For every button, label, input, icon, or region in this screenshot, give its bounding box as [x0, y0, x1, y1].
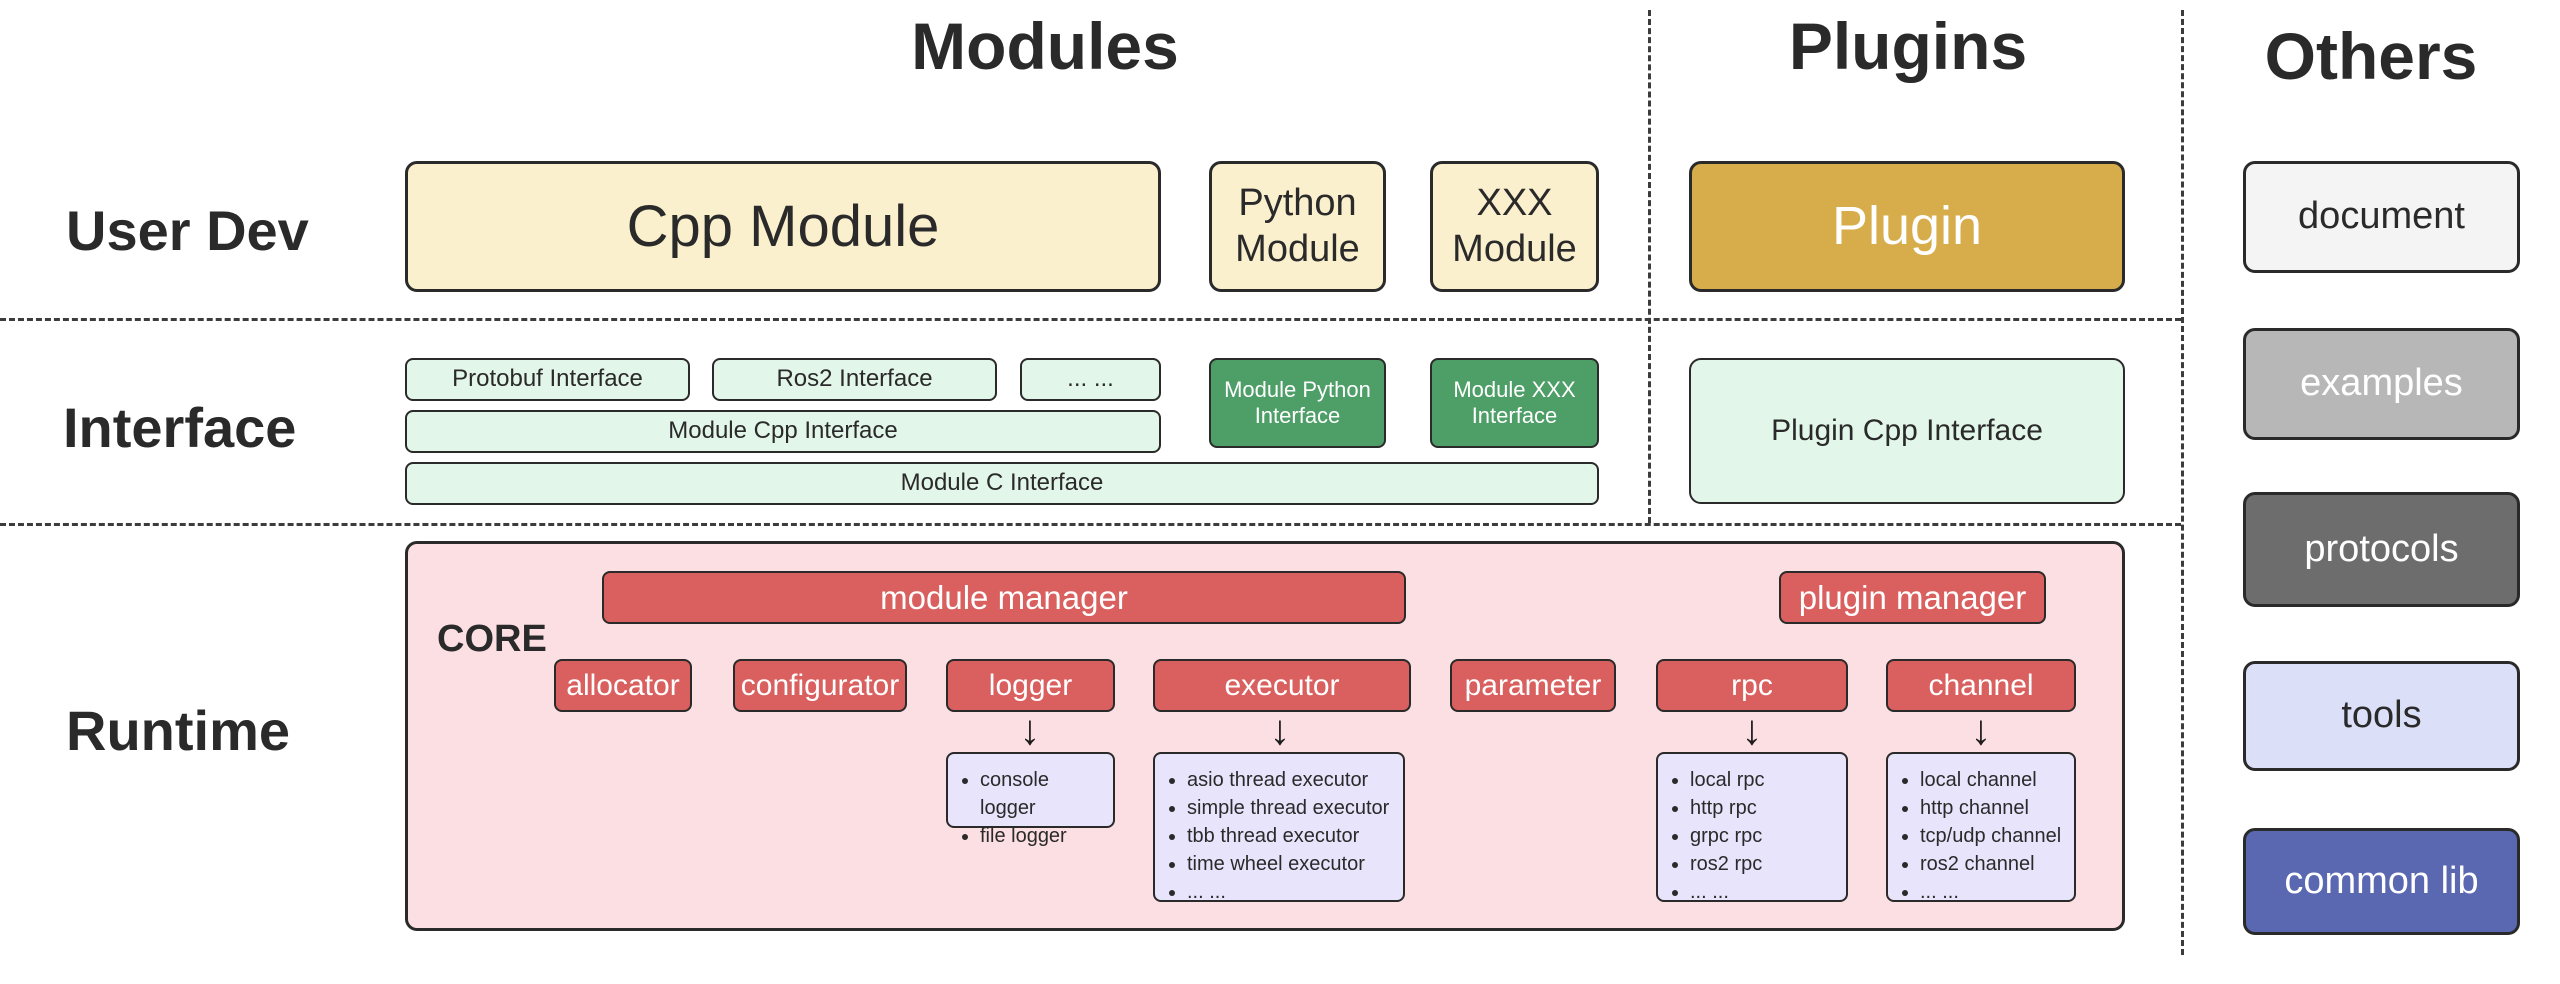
row-label-runtime: Runtime: [66, 699, 290, 762]
cpp-module-box: Cpp Module: [405, 161, 1161, 292]
down-arrow-icon: ↓: [1970, 706, 1992, 753]
module-xxx-interface-box: Module XXX Interface: [1430, 358, 1599, 448]
channel-impl-items: local channelhttp channeltcp/udp channel…: [1888, 766, 2061, 906]
list-item: ... ...: [1690, 878, 1764, 906]
down-arrow-icon: ↓: [1741, 706, 1763, 753]
list-item: ros2 rpc: [1690, 850, 1764, 878]
userdev-interface-divider: [0, 318, 2181, 321]
ros2-interface-box: Ros2 Interface: [712, 358, 997, 401]
module-python-interface-box: Module Python Interface: [1209, 358, 1386, 448]
plugins-others-divider: [2181, 10, 2184, 955]
rpc-impl-list: local rpchttp rpcgrpc rpcros2 rpc... ...: [1656, 752, 1848, 903]
allocator-box: allocator: [554, 659, 692, 712]
module-c-interface-box: Module C Interface: [405, 462, 1599, 505]
plugin-cpp-interface-box: Plugin Cpp Interface: [1689, 358, 2125, 504]
plugins-section-header: Plugins: [1788, 9, 2028, 83]
list-item: console logger: [980, 766, 1107, 822]
channel-box: channel: [1886, 659, 2076, 712]
executor-impl-items: asio thread executorsimple thread execut…: [1155, 766, 1389, 906]
list-item: asio thread executor: [1187, 766, 1389, 794]
module-cpp-interface-box: Module Cpp Interface: [405, 410, 1161, 453]
list-item: ... ...: [1920, 878, 2061, 906]
list-item: time wheel executor: [1187, 850, 1389, 878]
plugin-box: Plugin: [1689, 161, 2125, 292]
logger-impl-list: console loggerfile logger: [946, 752, 1115, 847]
row-label-interface: Interface: [63, 396, 297, 459]
others-section-header: Others: [2264, 19, 2478, 93]
others-document-box: document: [2243, 161, 2520, 273]
protobuf-interface-box: Protobuf Interface: [405, 358, 690, 401]
list-item: tbb thread executor: [1187, 822, 1389, 850]
modules-section-header: Modules: [911, 9, 1179, 83]
list-item: http channel: [1920, 794, 2061, 822]
list-item: ... ...: [1187, 878, 1389, 906]
others-tools-box: tools: [2243, 661, 2520, 771]
modules-plugins-divider: [1648, 10, 1651, 523]
others-common-lib-box: common lib: [2243, 828, 2520, 935]
rpc-box: rpc: [1656, 659, 1848, 712]
list-item: ros2 channel: [1920, 850, 2061, 878]
rpc-impl-items: local rpchttp rpcgrpc rpcros2 rpc... ...: [1658, 766, 1764, 906]
list-item: file logger: [980, 822, 1107, 850]
interface-runtime-divider: [0, 523, 2181, 526]
down-arrow-icon: ↓: [1019, 706, 1041, 753]
list-item: grpc rpc: [1690, 822, 1764, 850]
executor-box: executor: [1153, 659, 1411, 712]
module-manager-box: module manager: [602, 571, 1406, 624]
parameter-box: parameter: [1450, 659, 1616, 712]
list-item: http rpc: [1690, 794, 1764, 822]
plugin-manager-box: plugin manager: [1779, 571, 2046, 624]
list-item: simple thread executor: [1187, 794, 1389, 822]
list-item: tcp/udp channel: [1920, 822, 2061, 850]
others-protocols-box: protocols: [2243, 492, 2520, 607]
list-item: local rpc: [1690, 766, 1764, 794]
channel-impl-list: local channelhttp channeltcp/udp channel…: [1886, 752, 2076, 903]
row-label-user-dev: User Dev: [66, 199, 309, 262]
logger-box: logger: [946, 659, 1115, 712]
down-arrow-icon: ↓: [1269, 706, 1291, 753]
python-module-box: Python Module: [1209, 161, 1386, 292]
configurator-box: configurator: [733, 659, 907, 712]
xxx-module-box: XXX Module: [1430, 161, 1599, 292]
list-item: local channel: [1920, 766, 2061, 794]
executor-impl-list: asio thread executorsimple thread execut…: [1153, 752, 1405, 903]
core-label: CORE: [437, 618, 547, 660]
more-interfaces-box: ... ...: [1020, 358, 1161, 401]
others-examples-box: examples: [2243, 328, 2520, 440]
logger-impl-items: console loggerfile logger: [948, 766, 1107, 850]
